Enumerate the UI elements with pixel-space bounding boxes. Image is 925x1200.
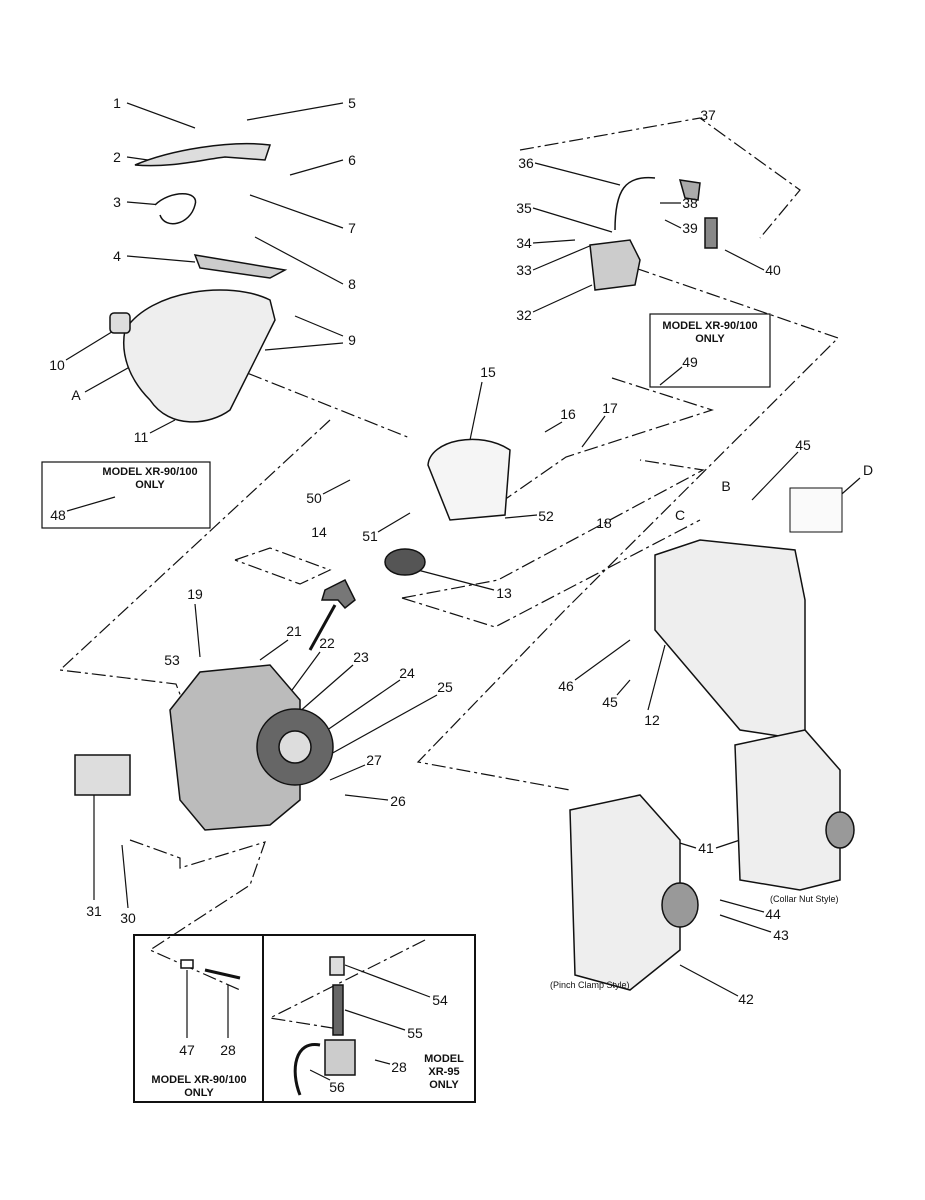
part-label: 2 xyxy=(113,149,121,165)
part-label: 48 xyxy=(50,507,66,523)
part-label: 26 xyxy=(390,793,406,809)
part-label: 42 xyxy=(738,991,754,1007)
part-label: 44 xyxy=(765,906,781,922)
part-label: 9 xyxy=(348,332,356,348)
starter-handle xyxy=(320,578,356,610)
fuel-tank xyxy=(427,438,511,521)
part-label: 16 xyxy=(560,406,576,422)
throttle-trigger xyxy=(193,254,288,279)
parts xyxy=(74,142,855,1096)
part-label: 49 xyxy=(682,354,698,370)
spark-plug-wire xyxy=(614,176,656,231)
throttle-handle xyxy=(134,142,272,167)
part-label: 47 xyxy=(179,1042,195,1058)
part-label: 34 xyxy=(516,235,532,251)
crankcase xyxy=(169,664,301,831)
spark-plug xyxy=(704,217,718,249)
part-label: 35 xyxy=(516,200,532,216)
part-label: 55 xyxy=(407,1025,423,1041)
part-label: 39 xyxy=(682,220,698,236)
part-label: 50 xyxy=(306,490,322,506)
engine-housing xyxy=(123,289,276,423)
box-top-right xyxy=(649,313,771,388)
part-label: 19 xyxy=(187,586,203,602)
wire xyxy=(154,193,197,225)
part-label: 23 xyxy=(353,649,369,665)
part-label: 10 xyxy=(49,357,65,373)
caption-collar-nut: (Collar Nut Style) xyxy=(770,894,839,904)
part-label: 53 xyxy=(164,652,180,668)
part-label: 45 xyxy=(602,694,618,710)
part-56 xyxy=(324,1039,356,1076)
part-47 xyxy=(180,959,194,969)
part-55 xyxy=(332,984,344,1036)
part-label: 43 xyxy=(773,927,789,943)
part-label: 54 xyxy=(432,992,448,1008)
leader-lines xyxy=(65,102,861,1081)
note-bottom-left: MODEL XR-90/100 ONLY xyxy=(151,1074,247,1099)
part-label: 45 xyxy=(795,437,811,453)
shroud-12 xyxy=(654,539,806,741)
clutch-housing-collar xyxy=(734,729,841,891)
part-label: D xyxy=(862,462,874,478)
spark-plug-boot xyxy=(678,179,701,201)
fuel-cap xyxy=(384,548,426,576)
part-label: 25 xyxy=(437,679,453,695)
part-label: 27 xyxy=(366,752,382,768)
part-label: 40 xyxy=(765,262,781,278)
box-left xyxy=(41,461,211,529)
part-label: 17 xyxy=(602,400,618,416)
note-bottom-right: MODEL XR-95 ONLY xyxy=(424,1053,464,1091)
part-label: 14 xyxy=(311,524,327,540)
part-label: 8 xyxy=(348,276,356,292)
part-label: 5 xyxy=(348,95,356,111)
part-label: 28 xyxy=(391,1059,407,1075)
part-label: 31 xyxy=(86,903,102,919)
part-label: 46 xyxy=(558,678,574,694)
part-label: 38 xyxy=(682,195,698,211)
part-label: 4 xyxy=(113,248,121,264)
part-label: 1 xyxy=(113,95,121,111)
part-label: 51 xyxy=(362,528,378,544)
part-label: 56 xyxy=(329,1079,345,1095)
part-label: 13 xyxy=(496,585,512,601)
part-label: 24 xyxy=(399,665,415,681)
part-10 xyxy=(109,312,131,334)
note-left: MODEL XR-90/100 ONLY xyxy=(102,466,198,491)
part-label: 15 xyxy=(480,364,496,380)
box-bottom xyxy=(133,934,476,1103)
part-label: 18 xyxy=(596,515,612,531)
part-label: B xyxy=(721,478,731,494)
clutch-housing-pinch xyxy=(569,794,681,991)
part-label: 37 xyxy=(700,107,716,123)
part-label: 7 xyxy=(348,220,356,236)
part-label: 28 xyxy=(220,1042,236,1058)
part-label: 33 xyxy=(516,262,532,278)
part-label: 21 xyxy=(286,623,302,639)
ignition-module xyxy=(589,239,641,291)
part-54 xyxy=(329,956,345,976)
air-filter-31 xyxy=(74,754,131,796)
part-label: 11 xyxy=(133,429,149,445)
part-label: 52 xyxy=(538,508,554,524)
part-label: 41 xyxy=(698,840,714,856)
part-label: 22 xyxy=(319,635,335,651)
caption-pinch-clamp: (Pinch Clamp Style) xyxy=(550,980,630,990)
part-label: 12 xyxy=(644,712,660,728)
part-label: 30 xyxy=(120,910,136,926)
part-label: A xyxy=(71,387,81,403)
note-top-right: MODEL XR-90/100 ONLY xyxy=(662,320,758,345)
decal-D xyxy=(789,487,843,533)
part-label: 32 xyxy=(516,307,532,323)
part-label: 36 xyxy=(518,155,534,171)
part-label: 3 xyxy=(113,194,121,210)
part-label: 6 xyxy=(348,152,356,168)
part-label: C xyxy=(674,507,686,523)
